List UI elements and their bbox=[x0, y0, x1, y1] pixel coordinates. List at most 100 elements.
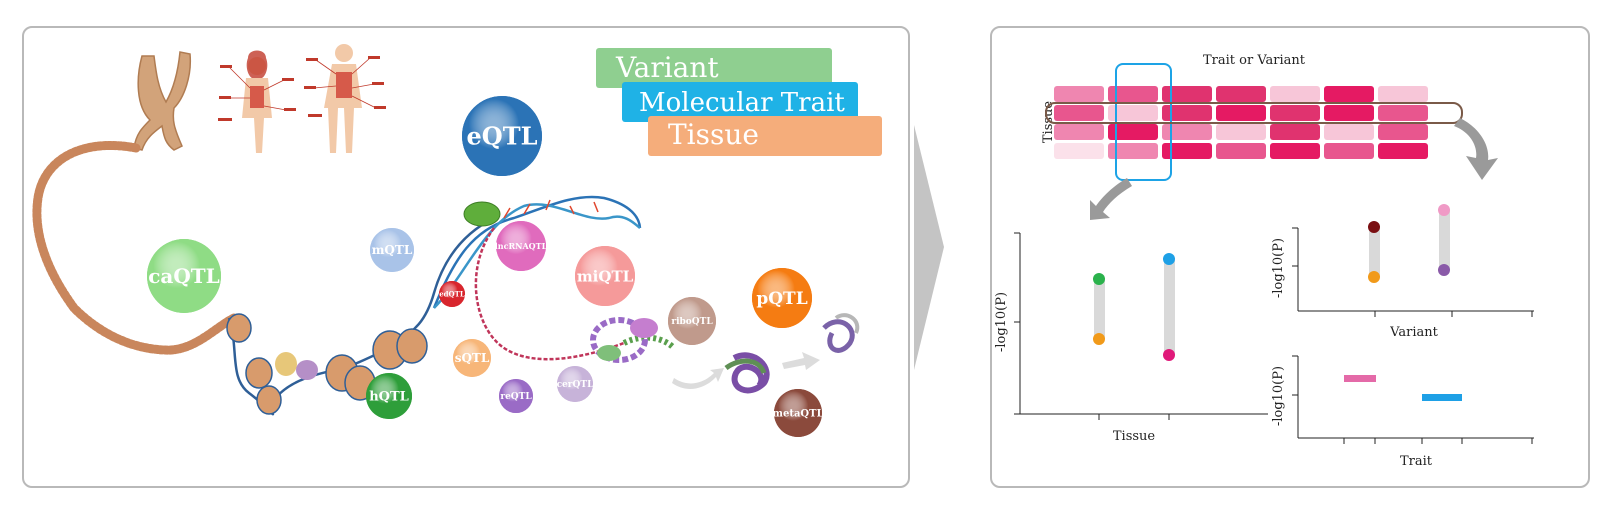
qtl-node-hqtl: hQTL bbox=[366, 373, 412, 419]
heatmap-cell bbox=[1378, 105, 1428, 121]
qtl-node-sqtl: sQTL bbox=[453, 339, 491, 377]
molecular-trait-banner-label: Molecular Trait bbox=[639, 88, 845, 118]
tissue-point-1-top bbox=[1093, 273, 1105, 285]
tissue-range-bar-2 bbox=[1164, 259, 1175, 355]
variant-plot-x-label: Variant bbox=[1389, 325, 1438, 340]
qtl-label-hqtl: hQTL bbox=[369, 390, 409, 405]
heatmap-cell bbox=[1162, 124, 1212, 140]
heatmap-cell bbox=[1270, 124, 1320, 140]
qtl-bubble-hqtl bbox=[366, 373, 412, 419]
selected-tissue-row bbox=[1045, 102, 1463, 124]
qtl-node-caqtl: caQTL bbox=[147, 239, 221, 313]
qtl-label-cerqtl: cerQTL bbox=[557, 380, 594, 390]
variant-banner bbox=[596, 48, 832, 88]
dna-nucleosome-string bbox=[226, 216, 495, 416]
heatmap-cell bbox=[1162, 105, 1212, 121]
chromosome-icon bbox=[133, 51, 192, 151]
trait-plot-x-label: Trait bbox=[1400, 454, 1433, 469]
heatmap-cell bbox=[1162, 86, 1212, 102]
tissue-range-bar-1 bbox=[1094, 279, 1105, 339]
human-body-figure-female bbox=[218, 50, 296, 153]
variant-point-1-bottom bbox=[1368, 271, 1380, 283]
heatmap-cell bbox=[1324, 124, 1374, 140]
trait-plot-y-label: -log10(P) bbox=[1271, 366, 1286, 426]
variant-range-bar-1 bbox=[1369, 227, 1380, 277]
heatmap-cell bbox=[1378, 124, 1428, 140]
heatmap-cell bbox=[1108, 143, 1158, 159]
qtl-bubble-reqtl bbox=[499, 379, 533, 413]
down-arrow-left bbox=[1090, 178, 1132, 220]
qtl-label-caqtl: caQTL bbox=[148, 264, 220, 288]
heatmap-cell bbox=[1324, 105, 1374, 121]
trait-bar-2 bbox=[1422, 394, 1462, 401]
heatmap-cell bbox=[1270, 143, 1320, 159]
legend-banners: Variant Molecular Trait Tissue bbox=[596, 48, 882, 156]
qtl-label-miqtl: miQTL bbox=[577, 267, 634, 285]
qtl-bubble-riboqtl bbox=[668, 297, 716, 345]
heatmap-cell bbox=[1054, 143, 1104, 159]
qtl-bubbles: eQTL caQTL mQTL lncRNAQTL miQTL edQTL sQTL hQTL… bbox=[147, 96, 824, 437]
heatmap-cell bbox=[1216, 105, 1266, 121]
heatmap-cell bbox=[1324, 143, 1374, 159]
qtl-label-sqtl: sQTL bbox=[455, 351, 490, 365]
tissue-plot-y-label: -log10(P) bbox=[994, 292, 1009, 352]
variant-plot-y-label: -log10(P) bbox=[1271, 238, 1286, 298]
qtl-bubble-lncrnaqtl bbox=[496, 221, 546, 271]
qtl-bubble-miqtl bbox=[575, 246, 635, 306]
process-arrow-2 bbox=[782, 352, 820, 370]
qtl-node-cerqtl: cerQTL bbox=[557, 366, 594, 402]
tissue-banner bbox=[648, 116, 882, 156]
heatmap-cell bbox=[1216, 86, 1266, 102]
qtl-label-pqtl: pQTL bbox=[756, 289, 807, 309]
variant-point-2-top bbox=[1438, 204, 1450, 216]
qtl-bubble-pqtl bbox=[752, 268, 812, 328]
qtl-bubble-mqtl bbox=[370, 228, 414, 272]
protein-structure-icon bbox=[724, 313, 860, 394]
qtl-label-mqtl: mQTL bbox=[372, 243, 413, 257]
heatmap-cell bbox=[1108, 86, 1158, 102]
ribosome-icon bbox=[590, 317, 658, 363]
qtl-bubble-sqtl bbox=[453, 339, 491, 377]
qtl-overview-illustration: Variant Molecular Trait Tissue eQTL caQTL… bbox=[32, 44, 882, 437]
flow-arrow bbox=[914, 125, 944, 370]
heatmap-cell bbox=[1324, 86, 1374, 102]
variant-banner-label: Variant bbox=[615, 51, 719, 84]
qtl-label-eqtl: eQTL bbox=[467, 121, 538, 150]
heatmap-cell bbox=[1162, 143, 1212, 159]
heatmap-cell bbox=[1108, 105, 1158, 121]
tissue-banner-label: Tissue bbox=[668, 118, 759, 151]
qtl-bubble-eqtl bbox=[462, 96, 542, 176]
qtl-node-pqtl: pQTL bbox=[752, 268, 812, 328]
heatmap-cell bbox=[1054, 86, 1104, 102]
qtl-overview-panel: Variant Molecular Trait Tissue eQTL caQTL… bbox=[22, 26, 910, 488]
heatmap-cell bbox=[1270, 86, 1320, 102]
heatmap-cell bbox=[1054, 124, 1104, 140]
qtl-label-reqtl: reQTL bbox=[500, 392, 532, 402]
qtl-label-edqtl: edQTL bbox=[439, 289, 465, 298]
chromatin-fiber bbox=[32, 140, 239, 355]
qtl-node-riboqtl: riboQTL bbox=[668, 297, 716, 345]
trait-bar-1 bbox=[1344, 375, 1376, 382]
heatmap-cell bbox=[1216, 143, 1266, 159]
qtl-node-metaqtl: metaQTL bbox=[772, 389, 824, 437]
heatmap-cell bbox=[1108, 124, 1158, 140]
human-body-figure-male bbox=[304, 44, 386, 153]
tissue-plot-x-label: Tissue bbox=[1113, 429, 1156, 444]
variant-range-bar-2 bbox=[1439, 210, 1450, 270]
variant-point-1-top bbox=[1368, 221, 1380, 233]
qtl-node-mqtl: mQTL bbox=[370, 228, 414, 272]
qtl-node-edqtl: edQTL bbox=[439, 281, 465, 307]
heatmap-grid bbox=[1054, 86, 1428, 159]
qtl-node-lncrnaqtl: lncRNAQTL bbox=[495, 221, 548, 271]
tissue-point-1-bottom bbox=[1093, 333, 1105, 345]
qtl-label-riboqtl: riboQTL bbox=[671, 317, 713, 327]
heatmap-y-label: Tissue bbox=[1041, 101, 1056, 144]
heatmap-title: Trait or Variant bbox=[1203, 53, 1306, 68]
analysis-panel: Trait or Variant Tissue -log10(P) Tissue bbox=[990, 26, 1590, 488]
molecular-trait-banner bbox=[622, 82, 858, 122]
heatmap-cell bbox=[1378, 143, 1428, 159]
qtl-label-lncrnaqtl: lncRNAQTL bbox=[495, 241, 548, 251]
qtl-bubble-caqtl bbox=[147, 239, 221, 313]
qtl-bubble-cerqtl bbox=[557, 366, 593, 402]
tissue-plot: -log10(P) Tissue bbox=[994, 232, 1268, 444]
